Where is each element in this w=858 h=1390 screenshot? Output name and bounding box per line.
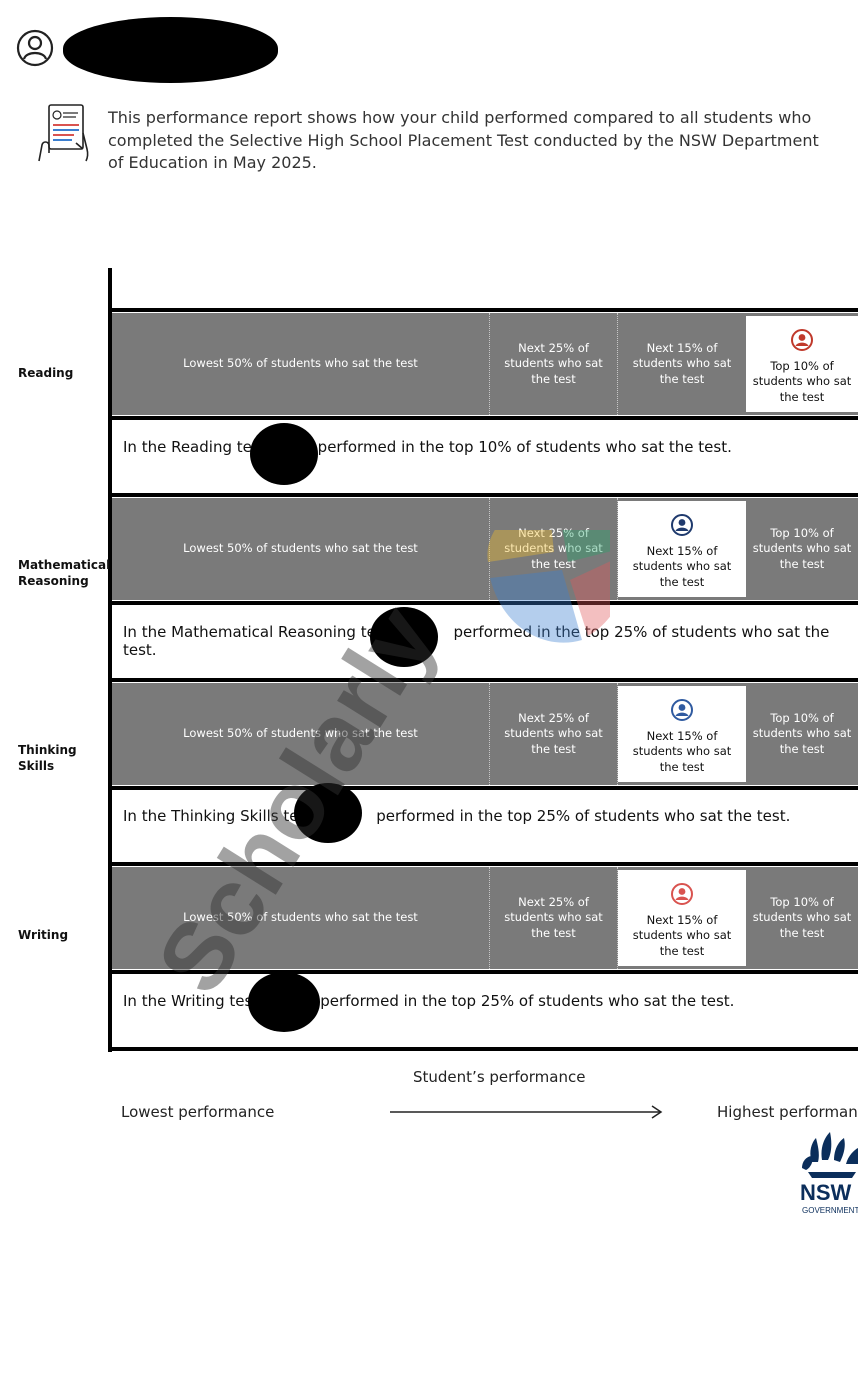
segment-label: Next 25% of students who sat the test	[504, 340, 603, 386]
segment-next15: Next 15% of students who sat the test	[618, 313, 746, 415]
student-marker-icon	[671, 698, 693, 721]
divider-line	[108, 601, 858, 605]
sentence-start: In the Writing test	[123, 992, 259, 1010]
segment-label: Next 15% of students who sat the test	[632, 543, 732, 589]
segment-label: Next 25% of students who sat the test	[504, 710, 603, 756]
sentence-end: performed in the top 25% of students who…	[320, 992, 735, 1010]
result-sentence-reading: In the Reading tes performed in the top 1…	[123, 438, 732, 456]
segment-next15: Next 15% of students who sat the test	[618, 501, 746, 597]
segment-label: Next 15% of students who sat the test	[632, 728, 732, 774]
segment-lowest: Lowest 50% of students who sat the test	[112, 498, 490, 600]
segment-label: Lowest 50% of students who sat the test	[183, 726, 418, 741]
sentence-end: performed in the top 25% of students who…	[376, 807, 791, 825]
sentence-start: In the Thinking Skills test	[123, 807, 313, 825]
logo-nsw-text: NSW	[800, 1180, 852, 1205]
row-label-reading: Reading	[18, 366, 74, 380]
segment-label: Top 10% of students who sat the test	[752, 894, 852, 940]
segment-label: Lowest 50% of students who sat the test	[183, 356, 418, 371]
segment-top10: Top 10% of students who sat the test	[746, 498, 858, 600]
divider-line	[108, 1047, 858, 1051]
segment-lowest: Lowest 50% of students who sat the test	[112, 683, 490, 785]
result-sentence-writing: In the Writing test performed in the top …	[123, 992, 734, 1010]
segment-label: Lowest 50% of students who sat the test	[183, 910, 418, 925]
segment-label: Top 10% of students who sat the test	[752, 358, 852, 404]
report-document-icon	[38, 104, 89, 162]
redaction-blob	[248, 972, 320, 1032]
segment-next25: Next 25% of students who sat the test	[490, 867, 618, 969]
segment-next15: Next 15% of students who sat the test	[618, 686, 746, 782]
row-label-writing: Writing	[18, 928, 69, 942]
divider-line	[108, 678, 858, 682]
band-reading: Lowest 50% of students who sat the test N…	[112, 313, 858, 415]
axis-title: Student’s performance	[413, 1068, 586, 1086]
segment-next25: Next 25% of students who sat the test	[490, 683, 618, 785]
student-marker-icon	[671, 882, 693, 905]
segment-label: Next 15% of students who sat the test	[632, 912, 732, 958]
segment-label: Lowest 50% of students who sat the test	[183, 541, 418, 556]
band-writing: Lowest 50% of students who sat the test N…	[112, 867, 858, 969]
redaction-blob	[250, 423, 318, 485]
segment-label: Next 15% of students who sat the test	[632, 340, 732, 386]
segment-top10: Top 10% of students who sat the test	[746, 316, 858, 412]
divider-line	[108, 786, 858, 790]
segment-label: Top 10% of students who sat the test	[752, 525, 852, 571]
right-arrow-icon	[390, 1105, 663, 1119]
divider-line	[108, 493, 858, 497]
band-thinking-skills: Lowest 50% of students who sat the test N…	[112, 683, 858, 785]
divider-line	[108, 416, 858, 420]
segment-next15: Next 15% of students who sat the test	[618, 870, 746, 966]
sentence-end: performed in the top 25% of students who…	[123, 623, 830, 659]
sentence-start: In the Mathematical Reasoning test	[123, 623, 390, 641]
band-mathematical-reasoning: Lowest 50% of students who sat the test N…	[112, 498, 858, 600]
highest-performance-label: Highest performanc	[717, 1103, 858, 1121]
chart-vertical-axis	[108, 268, 112, 1052]
row-label-thinking-skills: Thinking Skills	[18, 743, 77, 773]
nsw-government-logo: NSW GOVERNMENT	[800, 1132, 858, 1215]
segment-label: Next 25% of students who sat the test	[504, 894, 603, 940]
segment-next25: Next 25% of students who sat the test	[490, 313, 618, 415]
segment-top10: Top 10% of students who sat the test	[746, 867, 858, 969]
student-marker-icon	[791, 328, 813, 351]
lowest-performance-label: Lowest performance	[121, 1103, 275, 1121]
redacted-student-name	[63, 17, 278, 83]
segment-next25: Next 25% of students who sat the test	[490, 498, 618, 600]
row-label-mathematical-reasoning: Mathematical Reasoning	[18, 558, 111, 588]
divider-line	[108, 970, 858, 974]
redaction-blob	[370, 607, 438, 667]
divider-line	[108, 862, 858, 866]
sentence-start: In the Reading tes	[123, 438, 260, 456]
segment-label: Next 25% of students who sat the test	[504, 525, 603, 571]
segment-top10: Top 10% of students who sat the test	[746, 683, 858, 785]
segment-lowest: Lowest 50% of students who sat the test	[112, 867, 490, 969]
user-avatar-icon	[16, 29, 54, 67]
divider-line	[108, 308, 858, 312]
segment-label: Top 10% of students who sat the test	[752, 710, 852, 756]
logo-government-text: GOVERNMENT	[802, 1206, 858, 1215]
sentence-end: performed in the top 10% of students who…	[317, 438, 732, 456]
redaction-blob	[294, 783, 362, 843]
student-marker-icon	[671, 513, 693, 536]
result-sentence-thinking-skills: In the Thinking Skills test performed in …	[123, 807, 790, 825]
report-intro-text: This performance report shows how your c…	[108, 108, 819, 172]
segment-lowest: Lowest 50% of students who sat the test	[112, 313, 490, 415]
